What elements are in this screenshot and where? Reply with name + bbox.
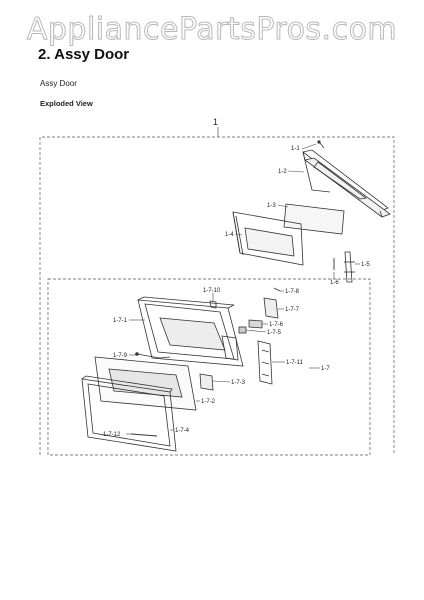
label-1-4: 1-4 xyxy=(225,232,234,238)
label-1-5: 1-5 xyxy=(361,262,370,268)
label-1-2: 1-2 xyxy=(278,169,287,175)
label-1-3: 1-3 xyxy=(267,203,276,209)
part-screw-1-1 xyxy=(317,140,325,149)
label-1-7-7: 1-7-7 xyxy=(285,307,300,313)
site-watermark: AppliancePartsPros.com xyxy=(26,12,398,48)
part-screw-1-7-8 xyxy=(273,287,281,292)
assembly-subtitle: Assy Door xyxy=(40,79,77,88)
label-1-7-2: 1-7-2 xyxy=(201,399,216,405)
part-inner-frame-1-4 xyxy=(232,211,304,266)
part-door-front-1-7-4 xyxy=(81,375,177,452)
assembly-number-label: 1 xyxy=(213,117,218,127)
label-1-6: 1-6 xyxy=(330,280,339,286)
part-hinge-1-5 xyxy=(344,251,355,283)
part-small-1-7-5 xyxy=(238,326,247,334)
part-rod-1-7-12 xyxy=(130,433,158,437)
part-connector-1-7-6 xyxy=(248,319,263,329)
label-1-7-10: 1-7-10 xyxy=(203,288,221,294)
label-1-1: 1-1 xyxy=(291,146,300,152)
label-1-7-1: 1-7-1 xyxy=(113,318,128,324)
part-bracket-1-7-11 xyxy=(257,340,273,385)
part-clip-1-7-10 xyxy=(209,300,217,309)
label-1-7-11: 1-7-11 xyxy=(286,360,304,366)
label-1-7-4: 1-7-4 xyxy=(175,428,190,434)
label-1-7-5: 1-7-5 xyxy=(267,330,282,336)
section-title: 2. Assy Door xyxy=(38,46,130,63)
sub-assembly-box xyxy=(47,278,371,456)
label-1-7-12: 1-7-12 xyxy=(103,432,121,438)
assembly-bracket xyxy=(39,127,395,455)
leader-lines xyxy=(126,143,360,435)
label-1-7-8: 1-7-8 xyxy=(285,289,300,295)
part-glass-1-3 xyxy=(283,203,345,235)
part-harness-1-7-9 xyxy=(135,352,171,359)
label-1-7-3: 1-7-3 xyxy=(231,380,246,386)
part-door-frame-1-2 xyxy=(302,149,391,218)
part-sensor-1-7-3 xyxy=(199,373,214,391)
label-1-7-9: 1-7-9 xyxy=(113,353,128,359)
label-1-7-6: 1-7-6 xyxy=(269,322,284,328)
view-title: Exploded View xyxy=(40,99,93,108)
part-pcb-1-7-7 xyxy=(263,297,279,319)
part-panel-frame-1-7-1 xyxy=(137,296,244,367)
label-1-7: 1-7 xyxy=(321,366,330,372)
